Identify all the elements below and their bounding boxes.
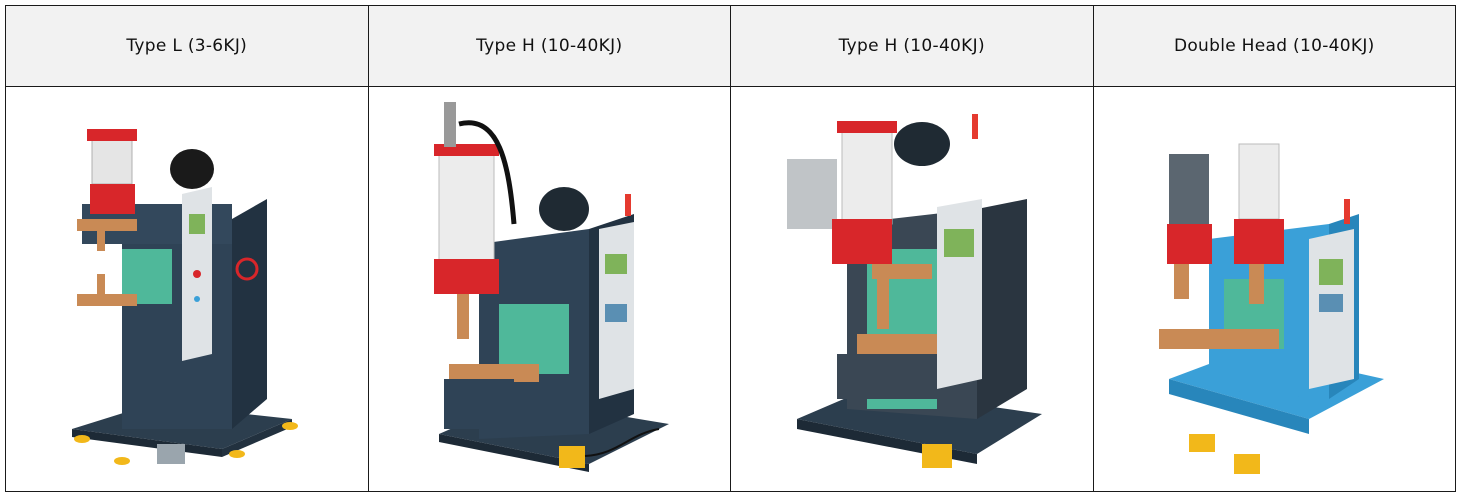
header-cell-type-h-2: Type H (10-40KJ) [730, 5, 1094, 87]
header-row: Type L (3-6KJ) Type H (10-40KJ) Type H (… [5, 5, 1456, 87]
image-cell-type-h-2 [730, 86, 1094, 492]
welding-machine-double-head-image [1159, 143, 1385, 474]
header-cell-type-l: Type L (3-6KJ) [5, 5, 369, 87]
image-row [5, 86, 1456, 492]
image-cell-double-head [1092, 86, 1456, 492]
header-cell-type-h-1: Type H (10-40KJ) [367, 5, 731, 87]
welding-machine-type-h-image-1 [434, 102, 670, 472]
welding-machine-type-h-image-2 [786, 114, 1042, 468]
image-cell-type-l [5, 86, 369, 492]
image-cell-type-h-1 [367, 86, 731, 492]
header-cell-double-head: Double Head (10-40KJ) [1092, 5, 1456, 87]
product-comparison-table: Type L (3-6KJ) Type H (10-40KJ) Type H (… [5, 5, 1456, 492]
welding-machine-type-l-image [71, 129, 298, 465]
